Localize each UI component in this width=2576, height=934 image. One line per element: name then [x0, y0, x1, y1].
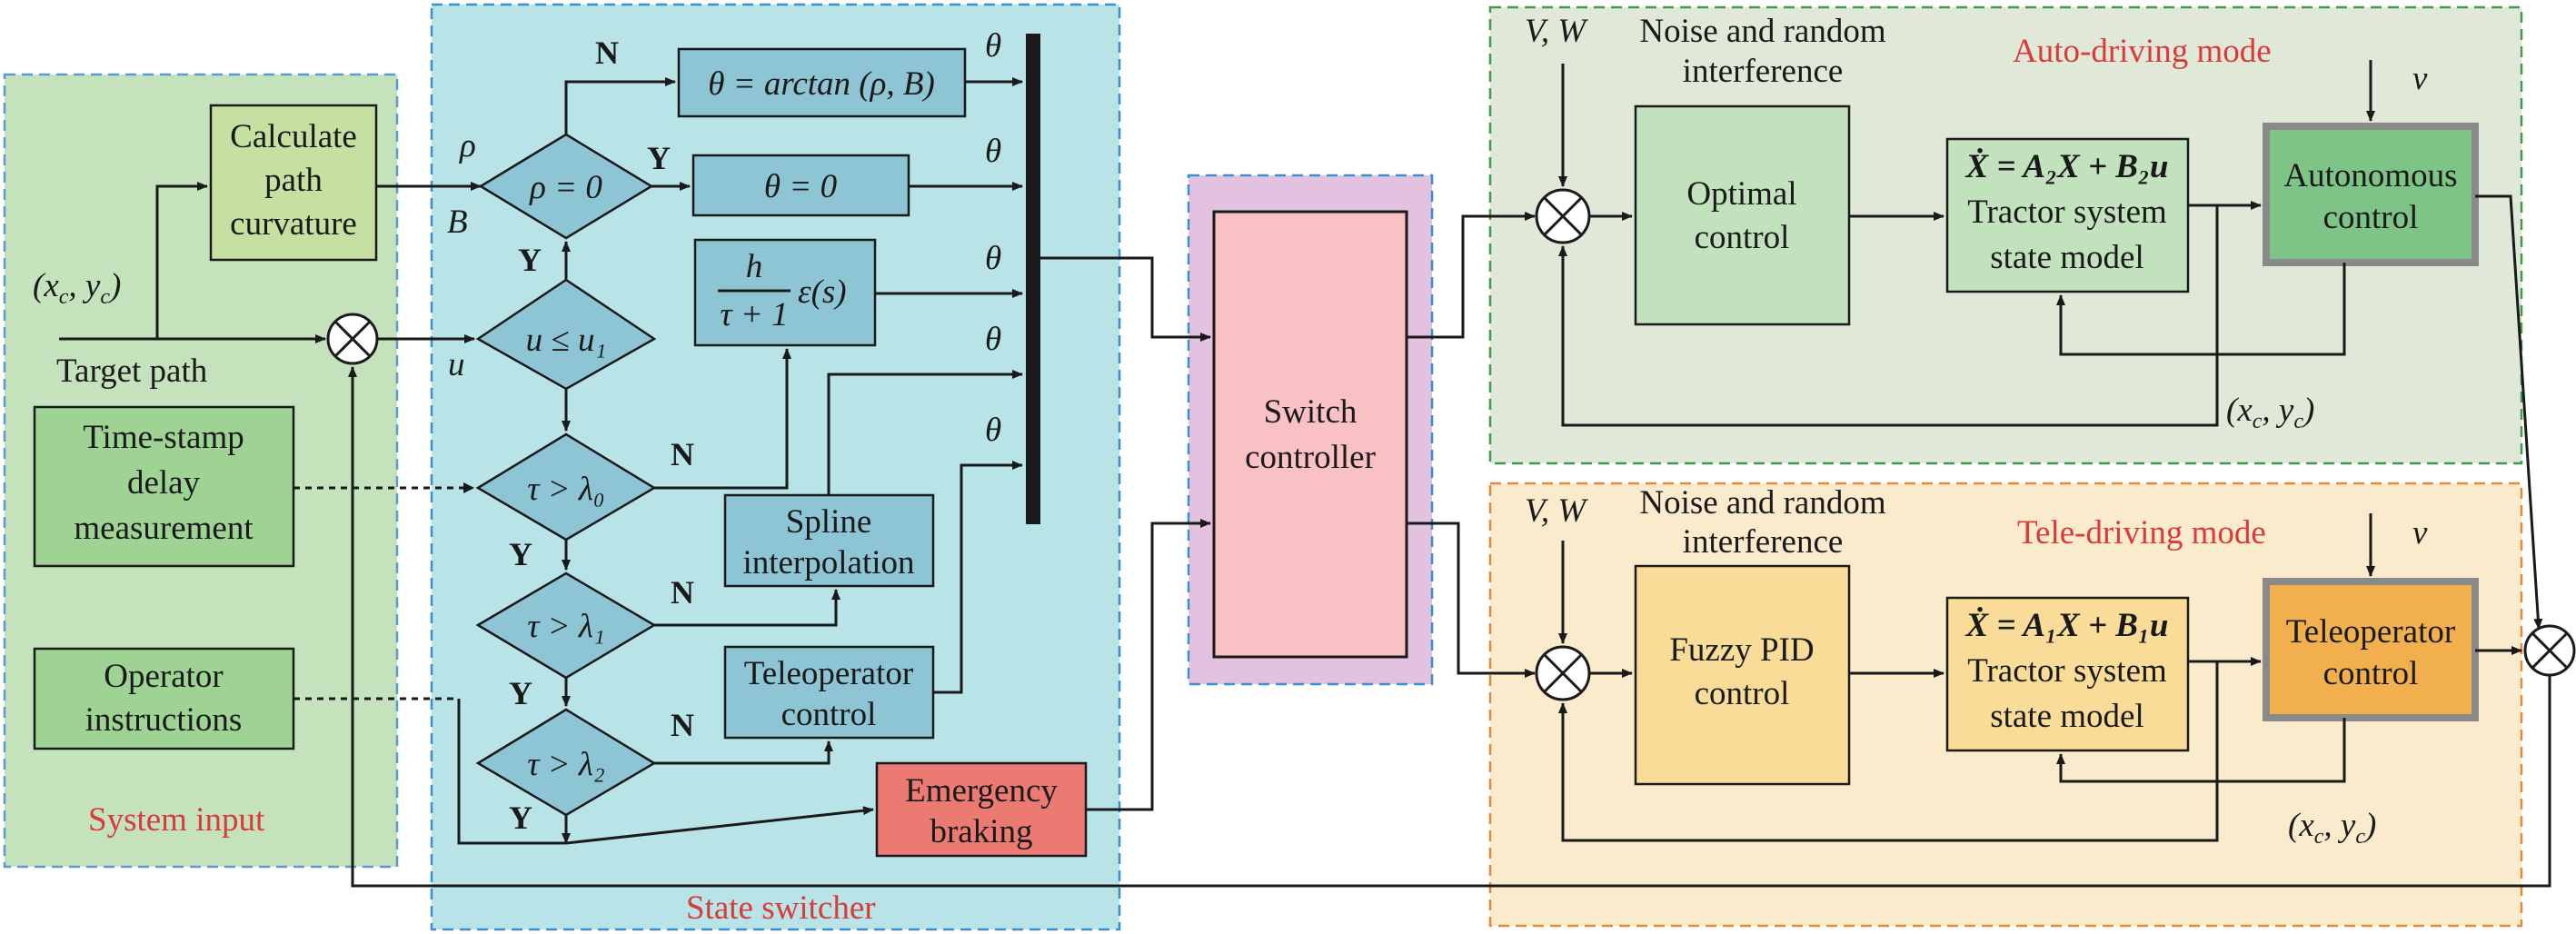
transfer-fn-block	[693, 238, 877, 347]
timestamp-block	[33, 405, 295, 568]
model-tele-eq: Ẋ = A₁X + B₁u	[1965, 606, 2169, 644]
tf-denominator: τ + 1	[720, 296, 788, 333]
noise-auto-line2: interference	[1683, 53, 1844, 90]
tf-epsilon: ε(s)	[798, 273, 847, 311]
calc-curvature-block	[209, 104, 378, 262]
vw-tele-label: V, W	[1525, 492, 1588, 530]
timestamp-line1: Time-stamp	[83, 419, 244, 456]
v-tele-label: v	[2412, 514, 2428, 551]
arctan-text: θ = arctan (ρ, B)	[708, 65, 935, 103]
switch-controller-block	[1212, 210, 1408, 659]
model-tele-line2: Tractor system	[1967, 652, 2167, 690]
yes-label-rho: Y	[647, 140, 671, 176]
timestamp-line2: delay	[127, 464, 201, 502]
no-label-l2: N	[671, 707, 694, 743]
v-auto-label: v	[2412, 60, 2428, 97]
teleop-control-line1: Teleoperator	[744, 655, 913, 692]
noise-tele-line1: Noise and random	[1639, 484, 1885, 522]
teleop-control-line2: control	[781, 696, 877, 733]
switch-line1: Switch	[1264, 393, 1358, 431]
autonomous-line2: control	[2323, 199, 2419, 236]
optimal-control-block	[1634, 104, 1851, 326]
state-switcher-label: State switcher	[686, 889, 876, 927]
yes-label-1: Y	[518, 242, 542, 278]
operator-line1: Operator	[104, 658, 224, 695]
model-auto-block	[1945, 137, 2190, 293]
fuzzy-line1: Fuzzy PID	[1669, 631, 1814, 669]
optimal-line1: Optimal	[1686, 175, 1796, 213]
autonomous-line1: Autonomous	[2283, 157, 2457, 194]
theta-label-1: θ	[985, 27, 1001, 65]
yes-label-3: Y	[509, 675, 532, 711]
arctan-block	[677, 47, 967, 118]
decision-rho-text: ρ = 0	[529, 169, 602, 206]
decision-u-text: u ≤ u₁	[526, 322, 607, 359]
decision-lambda1-text: τ > λ₁	[527, 608, 605, 645]
teleoperator-line2: control	[2323, 655, 2419, 692]
tele-mode-label: Tele-driving mode	[2017, 514, 2266, 551]
decision-lambda2-text: τ > λ₂	[527, 746, 605, 783]
mux-bar	[1026, 34, 1040, 524]
yes-label-2: Y	[509, 536, 532, 572]
tf-numerator: h	[746, 248, 763, 285]
timestamp-line3: measurement	[74, 510, 254, 547]
model-auto-line2: Tractor system	[1967, 194, 2167, 231]
fb-auto-label: (xc, yc)	[2226, 392, 2314, 433]
teleoperator-line1: Teleoperator	[2286, 613, 2455, 651]
spline-line1: Spline	[786, 503, 872, 541]
autonomous-control-block	[2263, 123, 2479, 266]
theta-label-3: θ	[985, 240, 1001, 277]
optimal-line2: control	[1695, 219, 1790, 256]
fuzzy-line2: control	[1695, 675, 1790, 712]
no-label-rho: N	[595, 35, 619, 71]
fuzzy-pid-block	[1634, 564, 1851, 786]
system-input-label: System input	[88, 801, 265, 839]
model-tele-block	[1945, 596, 2190, 752]
b-label: B	[447, 204, 468, 241]
emergency-line2: braking	[930, 813, 1032, 850]
no-label-l1: N	[671, 574, 694, 611]
noise-auto-line1: Noise and random	[1639, 13, 1885, 50]
decision-lambda0-text: τ > λ₀	[527, 471, 605, 508]
calc-curvature-line1: Calculate	[230, 118, 357, 155]
teleop-control-block	[723, 645, 935, 740]
decision-u	[475, 278, 657, 391]
calc-curvature-line2: path	[264, 162, 323, 199]
theta-label-4: θ	[985, 321, 1001, 358]
noise-tele-line2: interference	[1683, 523, 1844, 561]
model-auto-eq: Ẋ = A₂X + B₂u	[1965, 147, 2169, 185]
teleoperator-control-block	[2263, 578, 2479, 721]
model-tele-line3: state model	[1990, 698, 2144, 735]
operator-line2: instructions	[85, 701, 243, 739]
theta-zero-text: θ = 0	[764, 168, 838, 205]
theta-label-5: θ	[985, 412, 1001, 449]
no-label-l0: N	[671, 436, 694, 472]
yes-label-4: Y	[509, 800, 532, 836]
target-path-label: Target path	[56, 353, 208, 390]
operator-block	[33, 647, 295, 750]
spline-block	[723, 493, 935, 588]
emergency-block	[875, 761, 1088, 858]
theta-label-2: θ	[985, 133, 1001, 170]
spline-line2: interpolation	[742, 544, 914, 581]
calc-curvature-line3: curvature	[230, 205, 357, 243]
model-auto-line3: state model	[1990, 239, 2144, 276]
u-label: u	[448, 346, 465, 383]
vw-auto-label: V, W	[1525, 13, 1588, 50]
rho-label: ρ	[459, 127, 476, 164]
auto-mode-label: Auto-driving mode	[2013, 33, 2272, 70]
switch-line2: controller	[1245, 439, 1376, 476]
emergency-line1: Emergency	[905, 772, 1058, 810]
